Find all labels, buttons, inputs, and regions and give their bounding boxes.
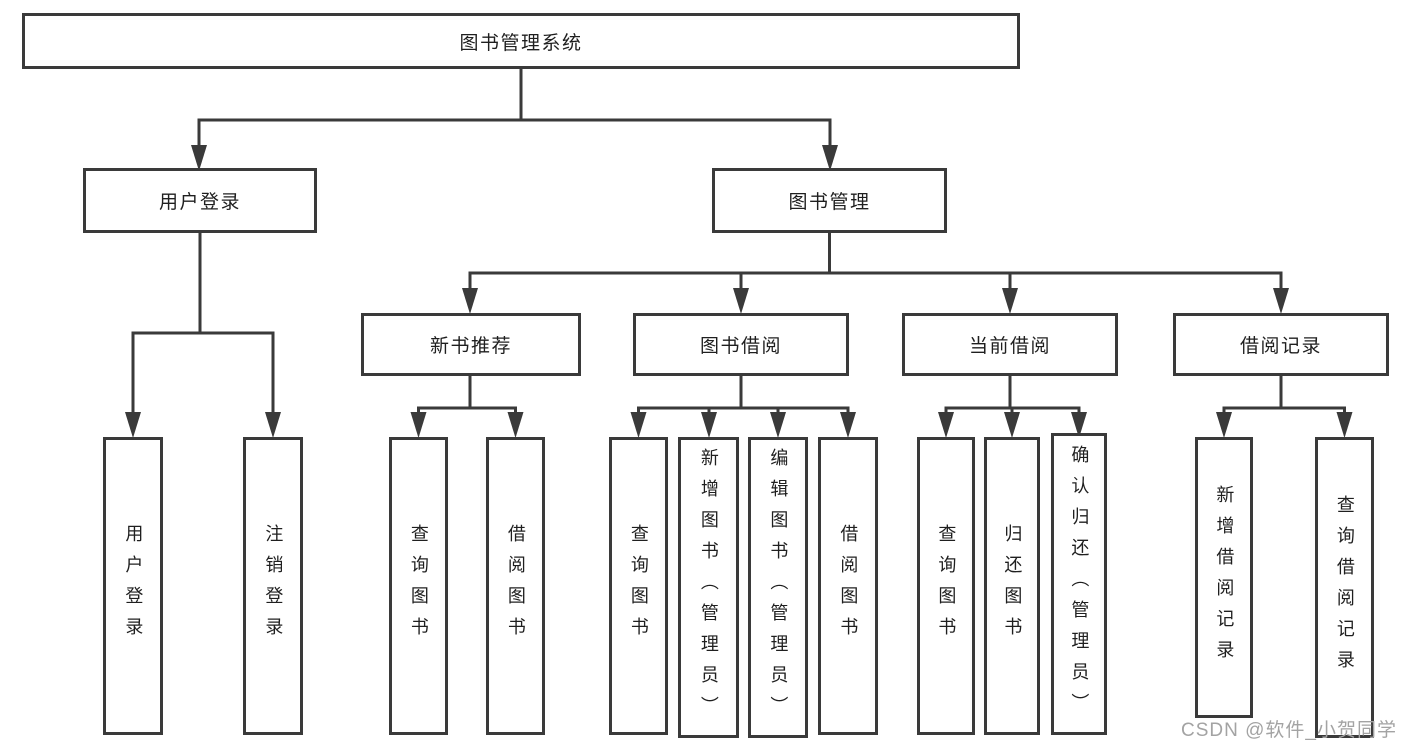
leaf-recommend-borrow-books-label: 借阅图书 [505,524,526,648]
leaf-add-books-admin-label: 新增图书（管理员） [698,448,719,727]
node-new-book-recommend-label: 新书推荐 [429,336,512,357]
node-book-management-label: 图书管理 [788,192,871,213]
node-root: 图书管理系统 [22,13,1020,69]
leaf-borrow-query-books-label: 查询图书 [628,524,649,648]
node-book-borrow: 图书借阅 [633,313,849,376]
node-book-borrow-label: 图书借阅 [699,336,782,357]
arrowheads [125,145,1353,438]
leaf-borrow-books: 借阅图书 [818,437,878,735]
leaf-return-books-label: 归还图书 [1002,524,1023,648]
leaf-edit-books-admin-label: 编辑图书（管理员） [768,448,789,727]
leaf-edit-books-admin: 编辑图书（管理员） [748,437,808,738]
leaf-logout-label: 注销登录 [263,524,284,648]
leaf-query-borrow-record-label: 查询借阅记录 [1334,494,1355,681]
leaf-confirm-return-admin-label: 确认归还（管理员） [1069,444,1090,724]
node-borrow-records: 借阅记录 [1173,313,1389,376]
leaf-user-login-label: 用户登录 [123,524,144,648]
node-new-book-recommend: 新书推荐 [361,313,581,376]
node-current-borrow-label: 当前借阅 [968,336,1051,357]
leaf-recommend-query-books: 查询图书 [389,437,448,735]
leaf-add-borrow-record: 新增借阅记录 [1195,437,1253,718]
leaf-add-books-admin: 新增图书（管理员） [678,437,739,738]
leaf-user-login: 用户登录 [103,437,163,735]
node-current-borrow: 当前借阅 [902,313,1118,376]
leaf-logout: 注销登录 [243,437,303,735]
leaf-query-borrow-record: 查询借阅记录 [1315,437,1374,738]
node-borrow-records-label: 借阅记录 [1239,336,1322,357]
leaf-confirm-return-admin: 确认归还（管理员） [1051,433,1107,735]
watermark: CSDN @软件_小贺同学 [1181,720,1397,741]
node-user-login-label: 用户登录 [158,192,241,213]
leaf-recommend-query-books-label: 查询图书 [408,524,429,648]
node-user-login: 用户登录 [83,168,317,233]
leaf-add-borrow-record-label: 新增借阅记录 [1214,484,1235,671]
leaf-recommend-borrow-books: 借阅图书 [486,437,545,735]
leaf-current-query-books-label: 查询图书 [936,524,957,648]
node-root-label: 图书管理系统 [459,32,583,54]
leaf-current-query-books: 查询图书 [917,437,975,735]
leaf-borrow-books-label: 借阅图书 [838,524,859,648]
leaf-borrow-query-books: 查询图书 [609,437,668,735]
node-book-management: 图书管理 [712,168,947,233]
leaf-return-books: 归还图书 [984,437,1040,735]
